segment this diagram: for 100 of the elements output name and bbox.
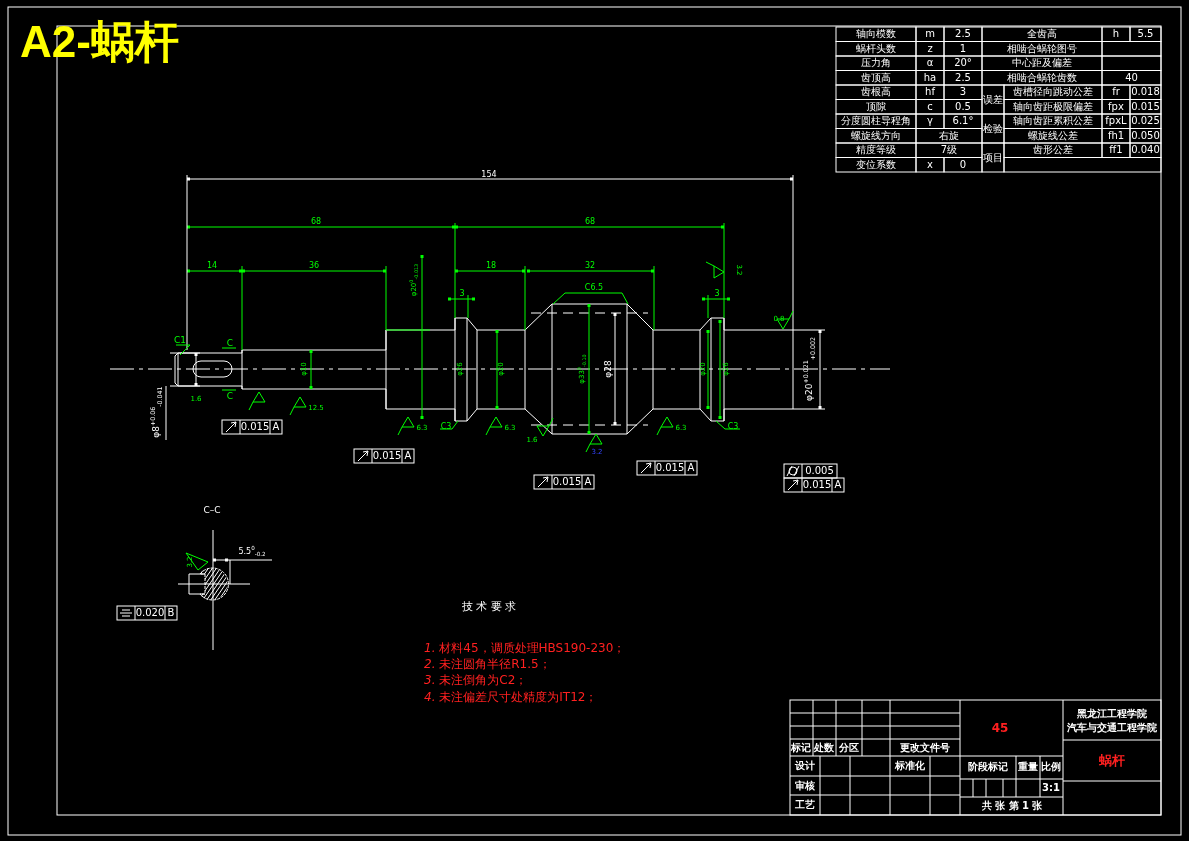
table-text: 0.5 xyxy=(955,101,971,112)
table-text: fpxL xyxy=(1105,116,1127,127)
title-block-text: 设计 xyxy=(795,761,815,771)
title-block-text: 比例 xyxy=(1041,762,1061,772)
table-text: γ xyxy=(927,116,933,127)
dimension-text: C3 xyxy=(440,423,452,431)
table-text: 轴向模数 xyxy=(856,29,896,40)
table-text: z xyxy=(927,43,933,54)
dimension-text: C6.5 xyxy=(584,284,604,292)
title-block-text: 蜗杆 xyxy=(1099,753,1125,767)
table-text: 齿槽径向跳动公差 xyxy=(1013,87,1093,98)
table-text: 0.025 xyxy=(1131,116,1160,127)
title-block-text: 标准化 xyxy=(895,761,925,771)
table-text: 螺旋线方向 xyxy=(851,130,901,141)
section-mark: C xyxy=(226,391,234,401)
table-text: 相啮合蜗轮齿数 xyxy=(1007,72,1077,83)
table-text: 齿顶高 xyxy=(861,72,891,83)
tolerance-value: 0.015 xyxy=(240,422,270,432)
table-text: 7级 xyxy=(940,145,958,156)
table-text: 3 xyxy=(959,87,967,98)
table-text: 0.015 xyxy=(1131,101,1160,112)
table-text: 顶隙 xyxy=(866,101,886,112)
dimension-text: 3 xyxy=(714,290,720,298)
title-block-text: 审核 xyxy=(795,781,815,791)
dimension-text: 154 xyxy=(481,171,497,179)
datum-letter: A xyxy=(687,463,695,473)
drawing-title: A2-蜗杆 xyxy=(20,20,179,64)
table-text: 误差 xyxy=(983,94,1003,105)
requirement-text: 3. 未注倒角为C2； xyxy=(424,674,528,686)
title-block-text: 共 张 第 1 张 xyxy=(981,801,1043,811)
tolerance-value: 0.015 xyxy=(802,480,832,490)
requirement-text: 2. 未注圆角半径R1.5； xyxy=(424,658,551,670)
table-text: x xyxy=(927,159,933,170)
dimension-text: 14 xyxy=(206,262,218,270)
section-mark: C1 xyxy=(174,335,186,345)
table-text: 0.018 xyxy=(1131,87,1160,98)
table-text: m xyxy=(925,29,935,40)
datum-letter: A xyxy=(834,480,842,490)
table-text: 40 xyxy=(1125,72,1138,83)
table-text: c xyxy=(927,101,933,112)
table-text: 2.5 xyxy=(955,29,971,40)
table-text: 中心距及偏差 xyxy=(1012,58,1072,69)
dimension-text: 18 xyxy=(485,262,497,270)
tolerance-value: 0.005 xyxy=(805,466,834,476)
tolerance-value: 0.015 xyxy=(372,451,402,461)
dimension-text: C3 xyxy=(727,423,739,431)
table-text: ha xyxy=(923,72,937,83)
table-text: 齿根高 xyxy=(861,87,891,98)
section-mark: C xyxy=(226,338,234,348)
table-text: 精度等级 xyxy=(856,145,896,156)
table-text: 轴向齿距极限偏差 xyxy=(1013,101,1093,112)
datum-letter: B xyxy=(167,608,175,618)
requirement-text: 1. 材料45，调质处理HBS190-230； xyxy=(424,642,626,654)
table-text: 2.5 xyxy=(955,72,971,83)
dimension-text: 36 xyxy=(308,262,320,270)
table-text: 分度圆柱导程角 xyxy=(841,116,911,127)
table-text: fh1 xyxy=(1107,130,1125,141)
section-label: C–C xyxy=(203,505,221,515)
table-text: 6.1° xyxy=(952,116,974,127)
title-block-text: 工艺 xyxy=(795,800,815,810)
table-text: 1 xyxy=(959,43,967,54)
requirement-text: 4. 未注偏差尺寸处精度为IT12； xyxy=(424,691,598,703)
datum-letter: A xyxy=(584,477,592,487)
table-text: 20° xyxy=(954,58,972,69)
table-text: 检验 xyxy=(983,123,1003,134)
diameter-dimension: φ28 xyxy=(603,360,613,378)
table-text: 项目 xyxy=(983,152,1003,163)
title-block-text: 3:1 xyxy=(1042,783,1060,793)
table-text: 0 xyxy=(959,159,967,170)
tolerance-value: 0.020 xyxy=(135,608,165,618)
table-text: hf xyxy=(925,87,935,98)
title-block-text: 标记 xyxy=(791,743,811,753)
table-text: h xyxy=(1112,29,1120,40)
datum-letter: A xyxy=(404,451,412,461)
title-block-text: 重量 xyxy=(1018,762,1038,772)
table-text: 蜗杆头数 xyxy=(856,43,896,54)
table-text: 齿形公差 xyxy=(1033,145,1073,156)
title-block-text: 45 xyxy=(991,722,1009,734)
table-text: 压力角 xyxy=(861,58,891,69)
title-block-text: 黑龙江工程学院 xyxy=(1077,709,1147,719)
table-text: fpx xyxy=(1108,101,1124,112)
datum-letter: A xyxy=(272,422,280,432)
table-text: 0.040 xyxy=(1131,145,1160,156)
table-text: ff1 xyxy=(1109,145,1123,156)
tolerance-value: 0.015 xyxy=(655,463,685,473)
table-text: 右旋 xyxy=(939,130,959,141)
table-text: 相啮合蜗轮图号 xyxy=(1007,43,1077,54)
title-block-text: 阶段标记 xyxy=(968,762,1008,772)
requirements-heading: 技 术 要 求 xyxy=(461,600,517,612)
dimension-text: 68 xyxy=(584,218,596,226)
table-text: fr xyxy=(1112,87,1120,98)
table-text: 0.050 xyxy=(1131,130,1160,141)
table-text: 螺旋线公差 xyxy=(1028,130,1078,141)
table-text: 全齿高 xyxy=(1027,29,1057,40)
table-text: 5.5 xyxy=(1137,29,1154,40)
title-block-text: 分区 xyxy=(839,743,859,753)
dimension-text: 32 xyxy=(584,262,596,270)
tolerance-value: 0.015 xyxy=(552,477,582,487)
dimension-text: 68 xyxy=(310,218,322,226)
table-text: 变位系数 xyxy=(856,159,896,170)
